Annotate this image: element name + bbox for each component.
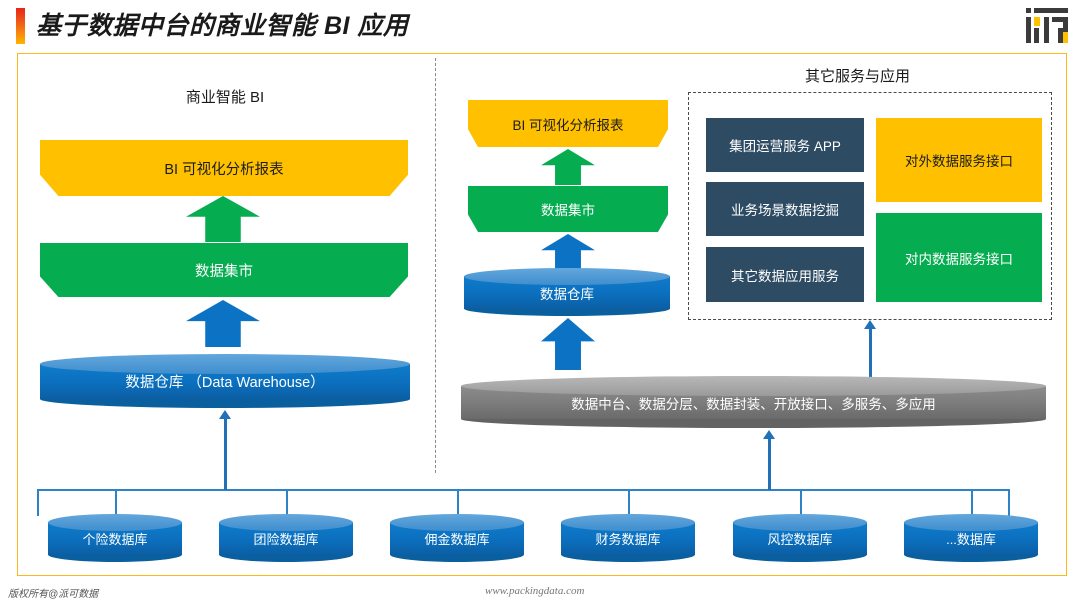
service-tile-external-data-api[interactable]: 对外数据服务接口 [876, 118, 1042, 202]
service-tile-internal-data-api[interactable]: 对内数据服务接口 [876, 213, 1042, 302]
title-accent-bar [16, 8, 25, 44]
riser-bus-to-platform [768, 438, 772, 490]
service-tile-business-scenario-mining[interactable]: 业务场景数据挖掘 [706, 182, 864, 236]
data-mart-banner-mid[interactable]: 数据集市 [468, 186, 668, 232]
source-db-cylinder[interactable]: 财务数据库 [561, 514, 695, 562]
connector-drop-db-4 [628, 489, 630, 516]
source-db-cylinder[interactable]: ...数据库 [904, 514, 1038, 562]
page-title: 基于数据中台的商业智能 BI 应用 [36, 12, 409, 40]
connector-drop-db-6 [971, 489, 973, 516]
data-mart-banner-left[interactable]: 数据集市 [40, 243, 408, 297]
service-tile-group-operation-app[interactable]: 集团运营服务 APP [706, 118, 864, 172]
connector-bus-left-end [37, 489, 39, 516]
section-heading-bi: 商业智能 BI [185, 89, 265, 106]
connector-drop-db-1 [115, 489, 117, 516]
page-header: 基于数据中台的商业智能 BI 应用 [0, 0, 1084, 53]
source-db-cylinder[interactable]: 团险数据库 [219, 514, 353, 562]
cylinder-top [561, 514, 695, 531]
data-platform-cylinder[interactable]: 数据中台、数据分层、数据封装、开放接口、多服务、多应用 [461, 376, 1046, 428]
footer-copyright: 版权所有@派可数据 [8, 589, 99, 600]
cylinder-top [464, 268, 670, 285]
arrow-up-icon-bus-to-dw-left [218, 410, 231, 419]
source-db-cylinder[interactable]: 个险数据库 [48, 514, 182, 562]
cylinder-top [48, 514, 182, 531]
cylinder-top [733, 514, 867, 531]
service-tile-other-data-apps[interactable]: 其它数据应用服务 [706, 247, 864, 302]
bi-report-banner-left[interactable]: BI 可视化分析报表 [40, 140, 408, 196]
cylinder-top [219, 514, 353, 531]
cylinder-top [461, 376, 1046, 396]
riser-bus-to-dw-left [224, 418, 228, 490]
connector-bus-line [37, 489, 1009, 491]
connector-drop-db-3 [457, 489, 459, 516]
connector-drop-db-5 [800, 489, 802, 516]
arrow-up-icon-bus-to-platform [762, 430, 775, 439]
cylinder-top [904, 514, 1038, 531]
connector-drop-db-2 [286, 489, 288, 516]
cylinder-top [40, 354, 410, 374]
cylinder-top [390, 514, 524, 531]
bi-report-banner-mid[interactable]: BI 可视化分析报表 [468, 100, 668, 147]
source-db-cylinder[interactable]: 佣金数据库 [390, 514, 524, 562]
connector-bus-right-end [1008, 489, 1010, 516]
data-warehouse-cylinder-mid[interactable]: 数据仓库 [464, 268, 670, 316]
source-db-cylinder[interactable]: 风控数据库 [733, 514, 867, 562]
ifc-brand-logo-icon [1024, 6, 1070, 46]
arrow-up-icon-platform-to-services [863, 320, 876, 329]
other-services-dashed-box [688, 92, 1052, 320]
column-divider [435, 58, 436, 473]
data-warehouse-cylinder-left[interactable]: 数据仓库 （Data Warehouse） [40, 354, 410, 408]
riser-platform-to-services [869, 328, 873, 378]
section-heading-other-services: 其它服务与应用 [804, 68, 910, 85]
footer-website: www.packingdata.com [485, 585, 585, 597]
